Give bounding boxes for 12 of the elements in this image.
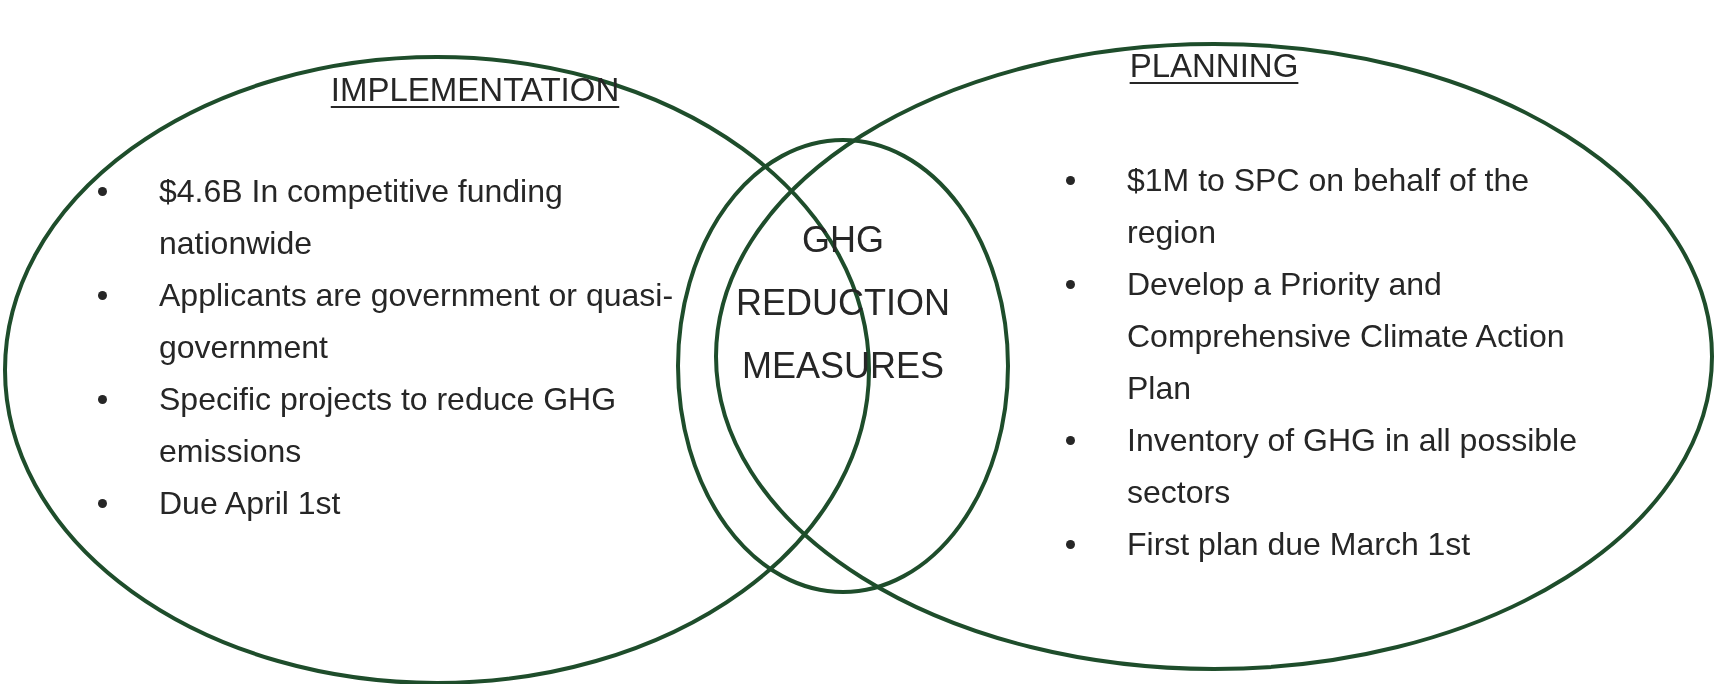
venn-ellipse: [678, 140, 1008, 592]
section-heading: PLANNING: [1129, 47, 1299, 85]
bullet-text: Due April 1st: [159, 485, 341, 521]
bullet-text: First plan due March 1st: [1127, 526, 1471, 562]
bullet-text: $1M to SPC on behalf of the region: [1127, 162, 1530, 250]
bullet-text: $4.6B In competitive funding nationwide: [159, 173, 563, 261]
bullet-text: Specific projects to reduce GHG emissions: [159, 381, 617, 469]
bullet-text: Develop a Priority and Comprehensive Climate Action Plan: [1127, 266, 1565, 406]
venn-ellipse: [716, 44, 1712, 669]
bullet-text: Applicants are government or quasi-government: [159, 277, 674, 365]
section-heading: IMPLEMENTATION: [330, 71, 620, 109]
bullet-text: Inventory of GHG in all possible sectors: [1127, 422, 1577, 510]
